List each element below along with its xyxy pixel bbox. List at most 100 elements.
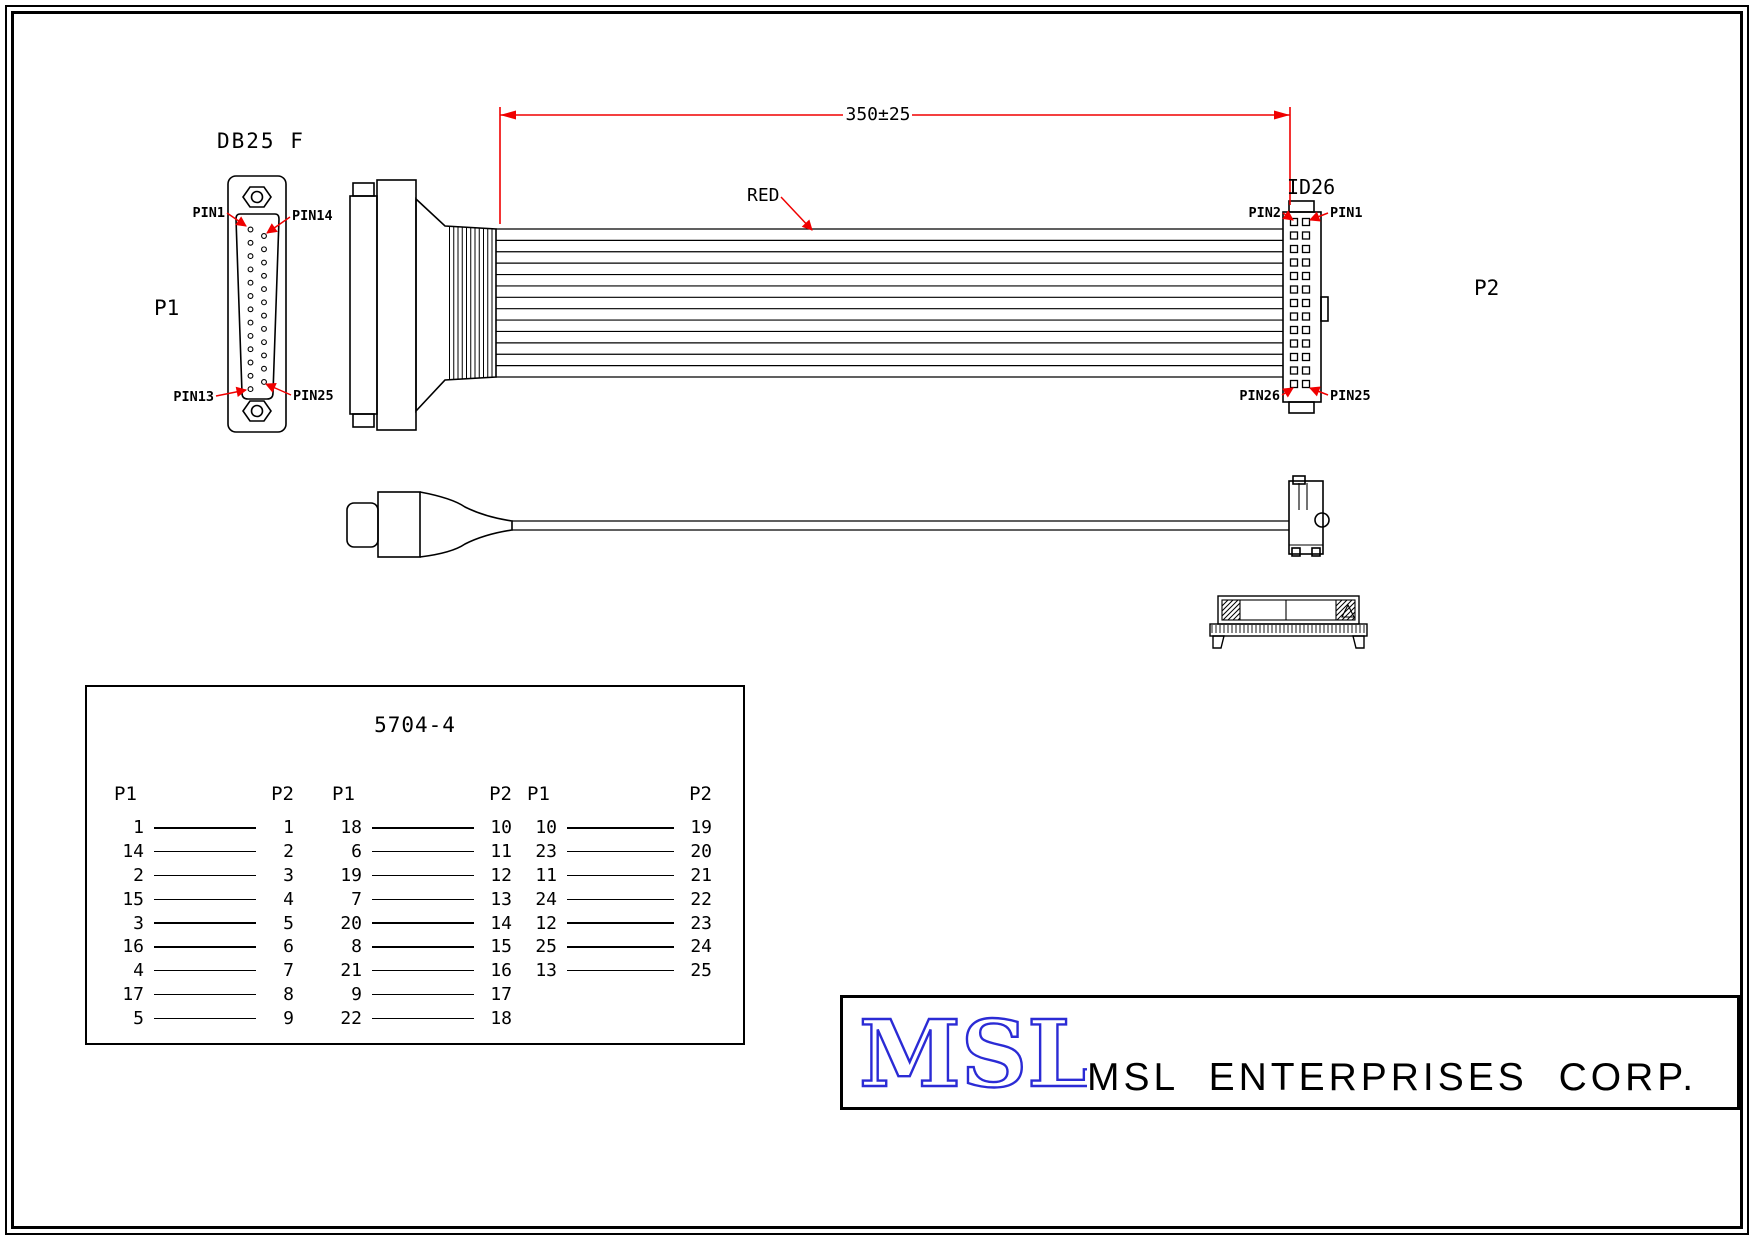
wire-line — [567, 827, 674, 829]
id26-connector-front — [1282, 200, 1329, 414]
db25-pin — [261, 365, 267, 372]
db25-pin — [247, 332, 254, 339]
wiring-group-header: P1 P2 — [527, 783, 712, 805]
wire-line — [567, 874, 674, 877]
hatch-line — [1336, 601, 1355, 620]
pin-callout-arrows — [215, 196, 1329, 398]
p2-pin-number: 23 — [690, 912, 712, 934]
pin-label-db25-pin1: PIN1 — [192, 205, 225, 221]
id26-pin — [1301, 258, 1311, 267]
db25-pin — [247, 266, 254, 273]
header-p2: P2 — [271, 783, 294, 805]
id26-pin — [1289, 325, 1299, 335]
id26-pin — [1301, 231, 1311, 240]
cable-length-dimension: 350±25 — [845, 104, 911, 125]
id26-pin — [1301, 271, 1311, 281]
p2-pin-number: 25 — [690, 960, 712, 982]
id26-pin — [1301, 352, 1311, 362]
p1-pin-number: 14 — [122, 841, 144, 863]
pin-label-db25-pin13: PIN13 — [173, 389, 214, 405]
db25-pin — [261, 325, 267, 332]
id26-pin — [1289, 352, 1299, 362]
p2-pin-number: 14 — [490, 912, 512, 934]
db25-pin — [247, 226, 254, 233]
p2-pin-number: 5 — [283, 912, 294, 934]
p1-pin-number: 10 — [535, 817, 557, 839]
id26-pin — [1289, 298, 1299, 308]
p1-pin-number: 6 — [351, 841, 362, 863]
hatch-line — [1336, 600, 1343, 607]
header-p2: P2 — [689, 783, 712, 805]
p2-designator: P2 — [1474, 276, 1500, 300]
p2-pin-number: 11 — [490, 841, 512, 863]
wire-line — [372, 922, 474, 924]
p1-pin-number: 17 — [122, 983, 144, 1005]
p1-designator: P1 — [154, 296, 180, 320]
wire-line — [567, 898, 674, 901]
hatch-line — [1227, 607, 1240, 620]
p1-pin-number: 2 — [133, 864, 144, 886]
wire-line — [567, 922, 674, 924]
id26-pin — [1301, 312, 1311, 321]
p1-pin-number: 8 — [351, 936, 362, 958]
id26-pin — [1289, 312, 1299, 321]
id26-pin — [1301, 325, 1311, 335]
pin-label-id26-pin2: PIN2 — [1248, 205, 1281, 221]
db25-pin — [247, 306, 254, 313]
p1-pin-number: 13 — [535, 960, 557, 982]
p1-pin-number: 4 — [133, 960, 144, 982]
ribbon-cable — [496, 228, 1283, 378]
p1-pin-number: 20 — [340, 912, 362, 934]
p1-pin-number: 15 — [122, 888, 144, 910]
db25-front-view — [227, 175, 287, 433]
wire-line — [372, 874, 474, 877]
p1-pin-number: 25 — [535, 936, 557, 958]
p2-pin-number: 10 — [490, 817, 512, 839]
db25-pin — [247, 253, 254, 260]
db25-pin — [247, 319, 254, 326]
p1-pin-number: 11 — [535, 864, 557, 886]
hatch-line — [1222, 602, 1240, 620]
pin-label-id26-pin25: PIN25 — [1330, 388, 1371, 404]
pin-label-db25-pin14: PIN14 — [292, 208, 333, 224]
header-p1: P1 — [332, 783, 355, 805]
db25-pin — [261, 339, 267, 346]
id26-type-label: ID26 — [1287, 175, 1336, 199]
p1-pin-number: 3 — [133, 912, 144, 934]
hatch-line — [1232, 612, 1240, 620]
hatch-line — [1222, 600, 1229, 607]
db25-pin — [261, 233, 267, 239]
p1-pin-number: 21 — [340, 960, 362, 982]
p2-pin-number: 24 — [690, 936, 712, 958]
db25-pin — [261, 312, 267, 319]
wire-line — [372, 850, 474, 853]
p2-pin-number: 20 — [690, 841, 712, 863]
p1-pin-number: 24 — [535, 888, 557, 910]
id26-pin — [1289, 258, 1299, 267]
drawing-number: 5704-4 — [374, 713, 456, 737]
length-dimension-annotation — [499, 107, 1291, 224]
id26-pin — [1301, 339, 1311, 348]
hatch-line — [1222, 600, 1234, 612]
p2-pin-number: 2 — [283, 841, 294, 863]
p1-pin-number: 1 — [133, 817, 144, 839]
hatch-line — [1341, 606, 1355, 620]
id26-pin — [1301, 298, 1311, 308]
wire-line — [567, 969, 674, 972]
wire-line — [567, 850, 674, 853]
p1-pin-number: 18 — [340, 817, 362, 839]
id26-pin — [1301, 379, 1311, 389]
pin-label-id26-pin1: PIN1 — [1330, 205, 1363, 221]
id26-pin — [1289, 271, 1299, 281]
polarization-triangle-icon — [1341, 603, 1355, 618]
id26-pin — [1301, 285, 1311, 294]
